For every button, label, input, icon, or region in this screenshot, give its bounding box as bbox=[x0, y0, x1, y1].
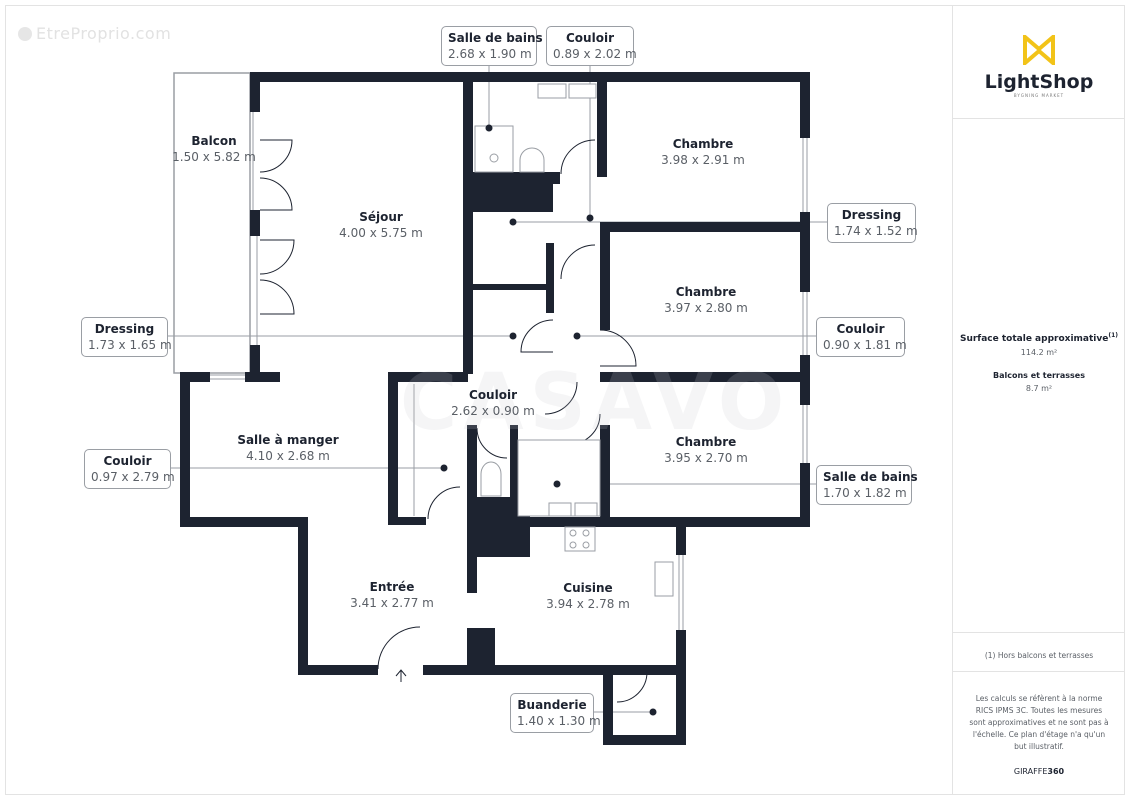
logo-section: LightShop BYGNING MARKET bbox=[953, 5, 1125, 119]
room-cuisine: Cuisine 3.94 x 2.78 m bbox=[546, 580, 630, 612]
callout-dims: 2.68 x 1.90 m bbox=[448, 47, 532, 61]
balcony-outline bbox=[173, 72, 251, 374]
callout-dims: 0.89 x 2.02 m bbox=[553, 47, 637, 61]
callout-name: Dressing bbox=[94, 322, 155, 336]
room-entree: Entrée 3.41 x 2.77 m bbox=[350, 579, 434, 611]
room-name: Salle à manger bbox=[237, 433, 339, 447]
callout-dims: 1.74 x 1.52 m bbox=[834, 224, 918, 238]
callout-dims: 1.73 x 1.65 m bbox=[88, 338, 172, 352]
callout-name: Salle de bains bbox=[823, 470, 918, 484]
room-dims: 4.10 x 2.68 m bbox=[246, 449, 330, 463]
disclaimer-text: Les calculs se réfèrent à la norme RICS … bbox=[969, 694, 1109, 751]
room-dims: 3.41 x 2.77 m bbox=[350, 596, 434, 610]
footnote-mark: (1) bbox=[1108, 332, 1119, 339]
page-frame bbox=[5, 5, 1125, 795]
walls bbox=[180, 72, 810, 745]
room-dims: 3.97 x 2.80 m bbox=[664, 301, 748, 315]
balconies-value: 8.7 m² bbox=[1025, 384, 1053, 393]
callout-couloir-top: Couloir 0.89 x 2.02 m bbox=[546, 26, 637, 66]
room-name: Séjour bbox=[359, 210, 403, 224]
balconies-label: Balcons et terrasses bbox=[992, 371, 1085, 380]
giraffe360-credit: GIRAFFE360 bbox=[953, 767, 1125, 776]
callout-name: Dressing bbox=[841, 208, 902, 222]
doors bbox=[259, 139, 648, 703]
room-name: Chambre bbox=[672, 137, 734, 151]
room-chambre-2: Chambre 3.97 x 2.80 m bbox=[664, 284, 748, 316]
fixtures bbox=[413, 83, 674, 597]
callout-name: Buanderie bbox=[517, 698, 587, 712]
room-dims: 4.00 x 5.75 m bbox=[339, 226, 423, 240]
credit-prefix: GIRAFFE bbox=[1013, 767, 1048, 776]
lightshop-logo-icon bbox=[1023, 32, 1055, 68]
room-sejour: Séjour 4.00 x 5.75 m bbox=[339, 209, 423, 241]
leader-dots bbox=[440, 124, 657, 716]
room-name: Chambre bbox=[675, 285, 737, 299]
callout-dressing-left: Dressing 1.73 x 1.65 m bbox=[81, 317, 172, 357]
brand-name: LightShop bbox=[984, 71, 1094, 93]
room-name: Balcon bbox=[191, 134, 237, 148]
callout-dims: 1.70 x 1.82 m bbox=[823, 486, 907, 500]
brand-subtitle: BYGNING MARKET bbox=[1013, 93, 1065, 98]
room-chambre-1: Chambre 3.98 x 2.91 m bbox=[661, 136, 745, 168]
area-summary: Surface totale approximative(1) 114.2 m²… bbox=[953, 332, 1125, 393]
total-area-label: Surface totale approximative(1) bbox=[953, 332, 1125, 344]
room-chambre-3: Chambre 3.95 x 2.70 m bbox=[664, 434, 748, 466]
callout-name: Couloir bbox=[836, 322, 885, 336]
callout-salle-de-bains-right: Salle de bains 1.70 x 1.82 m bbox=[816, 465, 918, 505]
total-area-label-text: Surface totale approximative bbox=[959, 334, 1109, 344]
callout-dressing-right: Dressing 1.74 x 1.52 m bbox=[827, 203, 918, 243]
callout-dims: 0.97 x 2.79 m bbox=[91, 470, 175, 484]
room-name: Couloir bbox=[469, 388, 517, 402]
room-salle-a-manger: Salle à manger 4.10 x 2.68 m bbox=[237, 432, 338, 464]
disclaimer-section: Les calculs se réfèrent à la norme RICS … bbox=[953, 693, 1125, 776]
room-couloir: Couloir 2.62 x 0.90 m bbox=[451, 387, 535, 419]
room-dims: 3.94 x 2.78 m bbox=[546, 597, 630, 611]
footnote-section: (1) Hors balcons et terrasses bbox=[953, 632, 1125, 672]
room-balcon: Balcon 1.50 x 5.82 m bbox=[172, 133, 256, 165]
room-name: Chambre bbox=[675, 435, 737, 449]
room-dims: 1.50 x 5.82 m bbox=[172, 150, 256, 164]
room-dims: 3.95 x 2.70 m bbox=[664, 451, 748, 465]
room-dims: 2.62 x 0.90 m bbox=[451, 404, 535, 418]
callout-dims: 0.90 x 1.81 m bbox=[823, 338, 907, 352]
watermark-text: EtreProprio.com bbox=[36, 24, 172, 43]
watermark: EtreProprio.com bbox=[18, 24, 171, 43]
callout-dims: 1.40 x 1.30 m bbox=[517, 714, 601, 728]
callout-name: Salle de bains bbox=[448, 31, 543, 45]
callout-salle-de-bains-top: Salle de bains 2.68 x 1.90 m bbox=[441, 26, 543, 66]
leader-lines bbox=[166, 64, 830, 713]
brand-logo: LightShop BYGNING MARKET bbox=[953, 32, 1125, 98]
credit-suffix: 360 bbox=[1047, 767, 1065, 776]
room-name: Entrée bbox=[369, 580, 415, 594]
room-name: Cuisine bbox=[563, 581, 613, 595]
watermark-logo-icon bbox=[18, 27, 32, 41]
windows bbox=[210, 112, 808, 630]
room-dims: 3.98 x 2.91 m bbox=[661, 153, 745, 167]
callout-couloir-left: Couloir 0.97 x 2.79 m bbox=[84, 449, 175, 489]
callout-couloir-right: Couloir 0.90 x 1.81 m bbox=[816, 317, 907, 357]
info-sidebar: LightShop BYGNING MARKET Surface totale … bbox=[952, 5, 1125, 795]
callout-name: Couloir bbox=[566, 31, 614, 45]
total-area-value: 114.2 m² bbox=[1020, 348, 1058, 357]
callout-name: Couloir bbox=[103, 454, 152, 468]
callout-buanderie: Buanderie 1.40 x 1.30 m bbox=[510, 693, 601, 733]
footnote-text: (1) Hors balcons et terrasses bbox=[984, 651, 1094, 660]
